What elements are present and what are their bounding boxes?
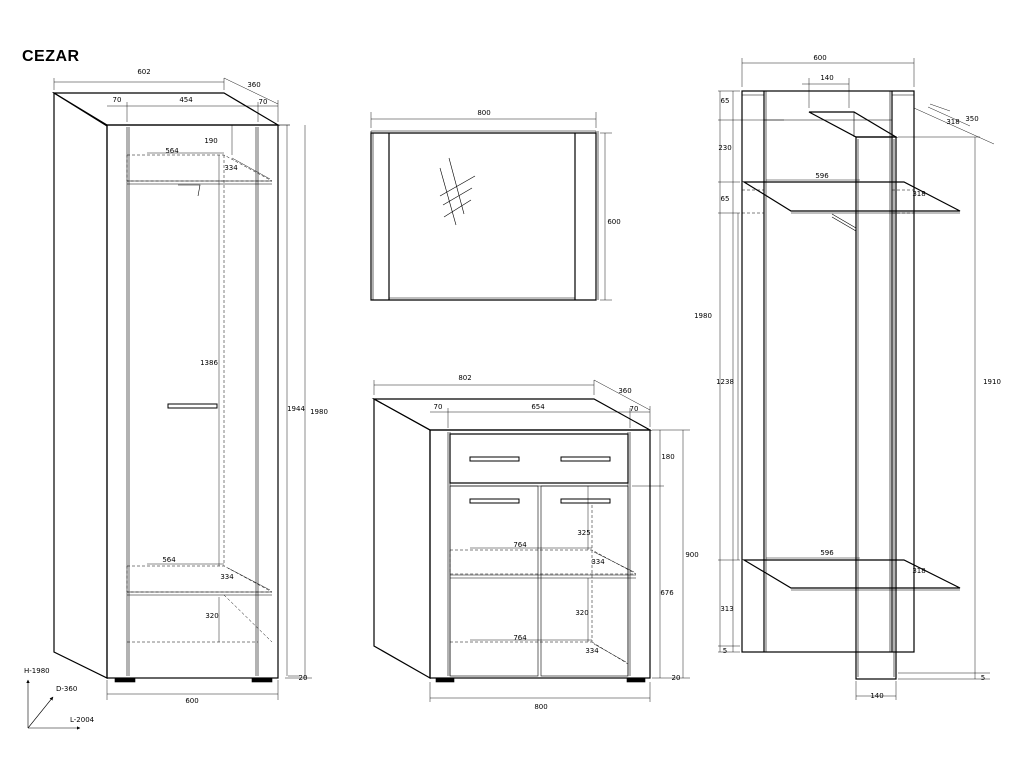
- wardrobe-width-top: 602: [137, 68, 150, 76]
- wardrobe-door-handle: [167, 403, 218, 409]
- dresser-width-bottom: 800: [534, 703, 547, 711]
- wardrobe-plinth: 20: [299, 674, 308, 682]
- wardrobe-bottom-gap: 320: [205, 612, 218, 620]
- mirror: 800 600: [370, 109, 621, 301]
- dresser-dimensions: [373, 379, 690, 702]
- depth-axis-label: D-360: [56, 685, 77, 693]
- hanger-shelf-top: [741, 181, 961, 214]
- dresser-foot-right: [626, 677, 646, 683]
- dresser-body-height: 676: [660, 589, 674, 597]
- drawer-handle-left: [469, 456, 520, 462]
- hanger-dimension-labels: 600 140 318 350 65 230 596 318 65 1980 1…: [694, 54, 1001, 700]
- mirror-dimensions: [370, 112, 612, 301]
- hanger-width-top: 600: [813, 54, 826, 62]
- wardrobe-total-height: 1980: [310, 408, 328, 416]
- dresser-plinth: 20: [672, 674, 681, 682]
- wardrobe-foot-right: [251, 677, 273, 683]
- door-handle-right: [560, 498, 611, 504]
- mirror-width: 800: [477, 109, 490, 117]
- wardrobe-width-bottom: 600: [185, 697, 198, 705]
- dresser-shelf-width-top: 764: [513, 541, 527, 549]
- hanger-bottom-313: 313: [720, 605, 733, 613]
- hanger-shelf-width-top: 596: [815, 172, 829, 180]
- length-axis-label: L-2004: [70, 716, 95, 724]
- hanger-gap-1238: 1238: [716, 378, 734, 386]
- dresser-right-panel: 70: [630, 405, 639, 413]
- dresser-dimension-labels: 802 360 70 654 70 180 900 676 764 325 33…: [434, 374, 699, 711]
- hanger-frame: [741, 90, 915, 653]
- dresser-shelf-gap-bottom: 320: [575, 609, 588, 617]
- dresser-width-top: 802: [458, 374, 471, 382]
- hanger-post: [808, 111, 899, 680]
- wardrobe-shelf-width-top: 564: [165, 147, 179, 155]
- hanger-shelf-width-bottom: 596: [820, 549, 834, 557]
- height-axis-label: H-1980: [24, 667, 50, 675]
- hanger-post-width-bottom: 140: [870, 692, 883, 700]
- wardrobe: 602 360 70 454 70 190 564 334 1386 1944 …: [51, 68, 328, 705]
- hanger-post-height: 1910: [983, 378, 1001, 386]
- dresser-outline: [371, 397, 653, 680]
- wardrobe-outline: [51, 91, 290, 679]
- dresser-door-left[interactable]: [449, 485, 539, 677]
- wardrobe-dimensions: [53, 77, 312, 700]
- wardrobe-inner-top: 454: [179, 96, 193, 104]
- hanger-mid-65: 65: [721, 195, 730, 203]
- door-handle-left: [469, 498, 520, 504]
- hanger-post-width-top: 140: [820, 74, 833, 82]
- wardrobe-right-panel: 70: [259, 98, 268, 106]
- hanger-shelf-bottom: [741, 559, 961, 591]
- wardrobe-inner-height: 1386: [200, 359, 218, 367]
- hanger-shelf-depth-bottom: 318: [912, 567, 925, 575]
- dresser: 802 360 70 654 70 180 900 676 764 325 33…: [371, 374, 699, 711]
- wardrobe-shelf-depth-bottom: 334: [220, 573, 234, 581]
- dresser-door-right[interactable]: [540, 485, 629, 677]
- dresser-drawer-height: 180: [661, 453, 674, 461]
- dresser-foot-left: [435, 677, 455, 683]
- wardrobe-interior: [126, 154, 273, 643]
- drawer-handle-right: [560, 456, 611, 462]
- dresser-shelf-depth-top: 334: [591, 558, 605, 566]
- coat-hanger: 600 140 318 350 65 230 596 318 65 1980 1…: [694, 54, 1001, 700]
- wardrobe-shelf-width-bottom: 564: [162, 556, 176, 564]
- product-title: CEZAR: [22, 48, 80, 65]
- hanger-dimensions: [718, 58, 995, 700]
- wardrobe-shelf-gap: 190: [204, 137, 217, 145]
- dresser-interior: [449, 500, 637, 665]
- dresser-inner-top: 654: [531, 403, 545, 411]
- mirror-height: 600: [607, 218, 620, 226]
- dresser-total-height: 900: [685, 551, 698, 559]
- hanger-base-5-left: 5: [723, 647, 727, 655]
- dresser-depth-top: 360: [618, 387, 631, 395]
- hanger-gap-230: 230: [718, 144, 731, 152]
- wardrobe-shelf-depth-top: 334: [224, 164, 238, 172]
- hanger-total-height: 1980: [694, 312, 712, 320]
- dresser-shelf-gap-top: 325: [577, 529, 590, 537]
- wardrobe-door-height: 1944: [287, 405, 305, 413]
- depth-axis: [27, 696, 54, 729]
- wardrobe-depth-top: 360: [247, 81, 260, 89]
- dresser-drawer[interactable]: [449, 433, 629, 484]
- wardrobe-dimension-labels: 602 360 70 454 70 190 564 334 1386 1944 …: [113, 68, 328, 705]
- hanger-base-5-right: 5: [981, 674, 985, 682]
- hanger-shelf-depth-top: 318: [912, 190, 925, 198]
- axis-legend: H-1980 D-360 L-2004: [24, 667, 95, 730]
- hanger-depth-350: 350: [965, 115, 978, 123]
- hanger-top-65: 65: [721, 97, 730, 105]
- wardrobe-foot-left: [114, 677, 136, 683]
- dresser-shelf-depth-bottom: 334: [585, 647, 599, 655]
- dresser-left-panel: 70: [434, 403, 443, 411]
- wardrobe-left-panel: 70: [113, 96, 122, 104]
- mirror-reflection-icon: [439, 157, 476, 226]
- dresser-shelf-width-bottom: 764: [513, 634, 527, 642]
- hanger-depth-318: 318: [946, 118, 959, 126]
